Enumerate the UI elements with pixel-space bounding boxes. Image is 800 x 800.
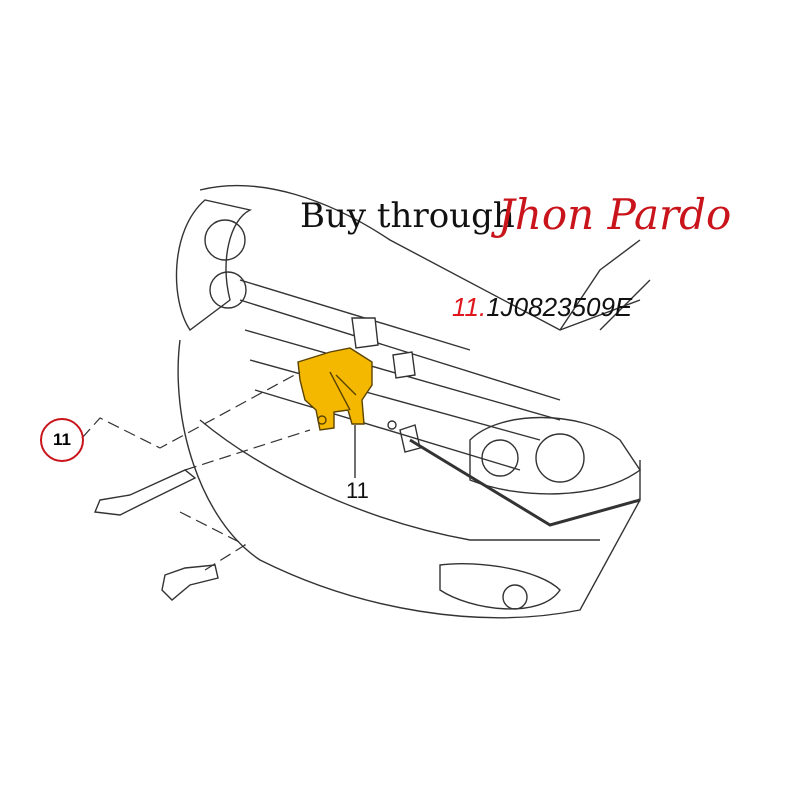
cable-end: [399, 424, 421, 453]
headlight-lamp: [481, 439, 519, 477]
bumper-outline: [177, 339, 641, 619]
callout-circle: 11: [40, 418, 84, 462]
release-handle: [93, 469, 197, 516]
leader-line: [179, 511, 247, 571]
foglight: [502, 584, 528, 610]
banner-prefix: Buy through: [300, 196, 515, 236]
part-number: 11.1J0823509E: [452, 292, 632, 323]
seller-name: Jhon Pardo: [498, 190, 732, 239]
leader-line: [81, 371, 301, 449]
headlight-left: [175, 199, 253, 332]
hood-latch-highlight: [297, 347, 373, 431]
clip: [351, 317, 379, 349]
front-panel: [199, 419, 600, 541]
release-cable: [409, 438, 641, 527]
part-label: 11: [346, 478, 369, 503]
headlight-right: [469, 416, 641, 495]
foglight-housing: [439, 563, 561, 610]
leader-line: [184, 429, 311, 471]
headlight-lamp: [535, 433, 585, 483]
hood-outline: [199, 184, 641, 331]
headlight-lamp: [204, 219, 246, 261]
bolt: [161, 564, 219, 601]
headlight-lamp: [209, 271, 247, 309]
raised-hood: [559, 239, 651, 331]
part-code: 1J0823509E: [486, 292, 633, 322]
part-index: 11.: [452, 292, 487, 322]
nut-clip: [392, 351, 416, 379]
